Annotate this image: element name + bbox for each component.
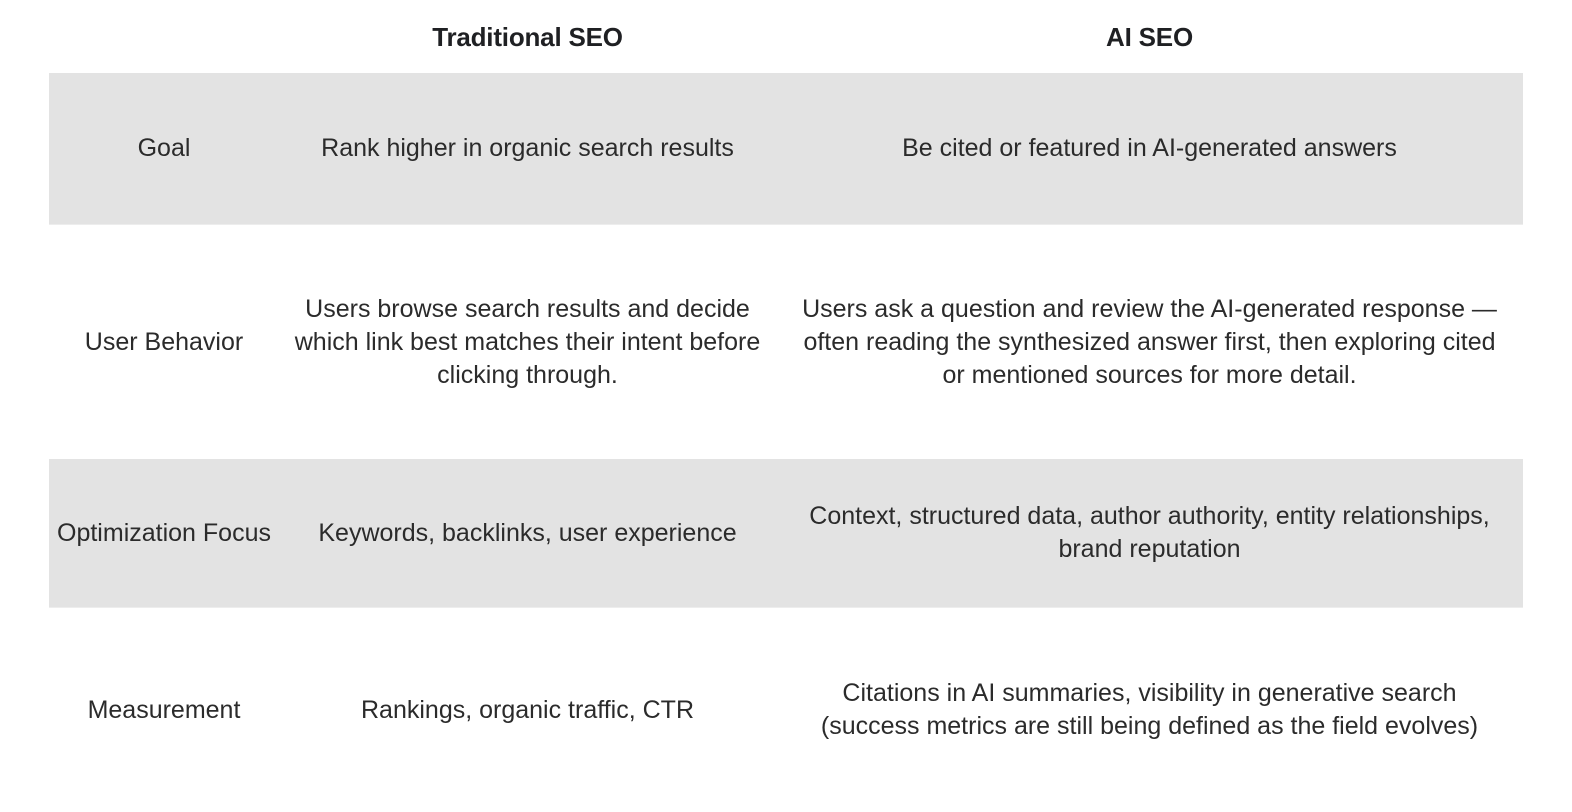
cell-text: Rank higher in organic search results xyxy=(321,134,734,163)
cell-measurement-traditional: Rankings, organic traffic, CTR xyxy=(279,607,776,812)
row-label-user-behavior: User Behavior xyxy=(49,224,279,460)
column-header-traditional-seo: Traditional SEO xyxy=(279,0,776,74)
row-label-text: User Behavior xyxy=(84,327,244,356)
cell-text: Users ask a question and review the AI-g… xyxy=(802,294,1497,389)
cell-goal-ai: Be cited or featured in AI-generated ans… xyxy=(776,73,1523,226)
cell-text: Rankings, organic traffic, CTR xyxy=(361,695,694,724)
row-label-measurement: Measurement xyxy=(49,607,279,812)
table-row: Measurement Rankings, organic traffic, C… xyxy=(49,607,1523,812)
cell-user-behavior-traditional: Users browse search results and decide w… xyxy=(279,224,776,460)
row-label-optimization-focus: Optimization Focus xyxy=(49,459,279,609)
table-row: Optimization Focus Keywords, backlinks, … xyxy=(49,459,1523,609)
row-label-text: Goal xyxy=(137,134,191,163)
row-label-goal: Goal xyxy=(49,73,279,226)
table-row: User Behavior Users browse search result… xyxy=(49,224,1523,460)
cell-text: Users browse search results and decide w… xyxy=(294,294,761,389)
cell-optimization-focus-ai: Context, structured data, author authori… xyxy=(776,459,1523,609)
column-header-ai-seo: AI SEO xyxy=(776,0,1523,74)
cell-text: Context, structured data, author authori… xyxy=(809,502,1490,564)
header-row: Traditional SEO AI SEO xyxy=(49,0,1523,74)
cell-measurement-ai: Citations in AI summaries, visibility in… xyxy=(776,607,1523,812)
table-row: Goal Rank higher in organic search resul… xyxy=(49,73,1523,226)
cell-text: Be cited or featured in AI-generated ans… xyxy=(902,134,1397,163)
table-header: Traditional SEO AI SEO xyxy=(49,0,1523,74)
cell-goal-traditional: Rank higher in organic search results xyxy=(279,73,776,226)
column-header-label xyxy=(49,0,279,74)
seo-comparison-table: Traditional SEO AI SEO Goal Rank higher … xyxy=(49,0,1523,812)
cell-user-behavior-ai: Users ask a question and review the AI-g… xyxy=(776,224,1523,460)
comparison-table-container: Traditional SEO AI SEO Goal Rank higher … xyxy=(49,22,1523,741)
row-label-text: Measurement xyxy=(87,695,241,724)
cell-optimization-focus-traditional: Keywords, backlinks, user experience xyxy=(279,459,776,609)
cell-text: Citations in AI summaries, visibility in… xyxy=(820,679,1479,741)
cell-text: Keywords, backlinks, user experience xyxy=(318,518,737,547)
row-label-text: Optimization Focus xyxy=(57,518,271,547)
table-body: Goal Rank higher in organic search resul… xyxy=(49,73,1523,812)
